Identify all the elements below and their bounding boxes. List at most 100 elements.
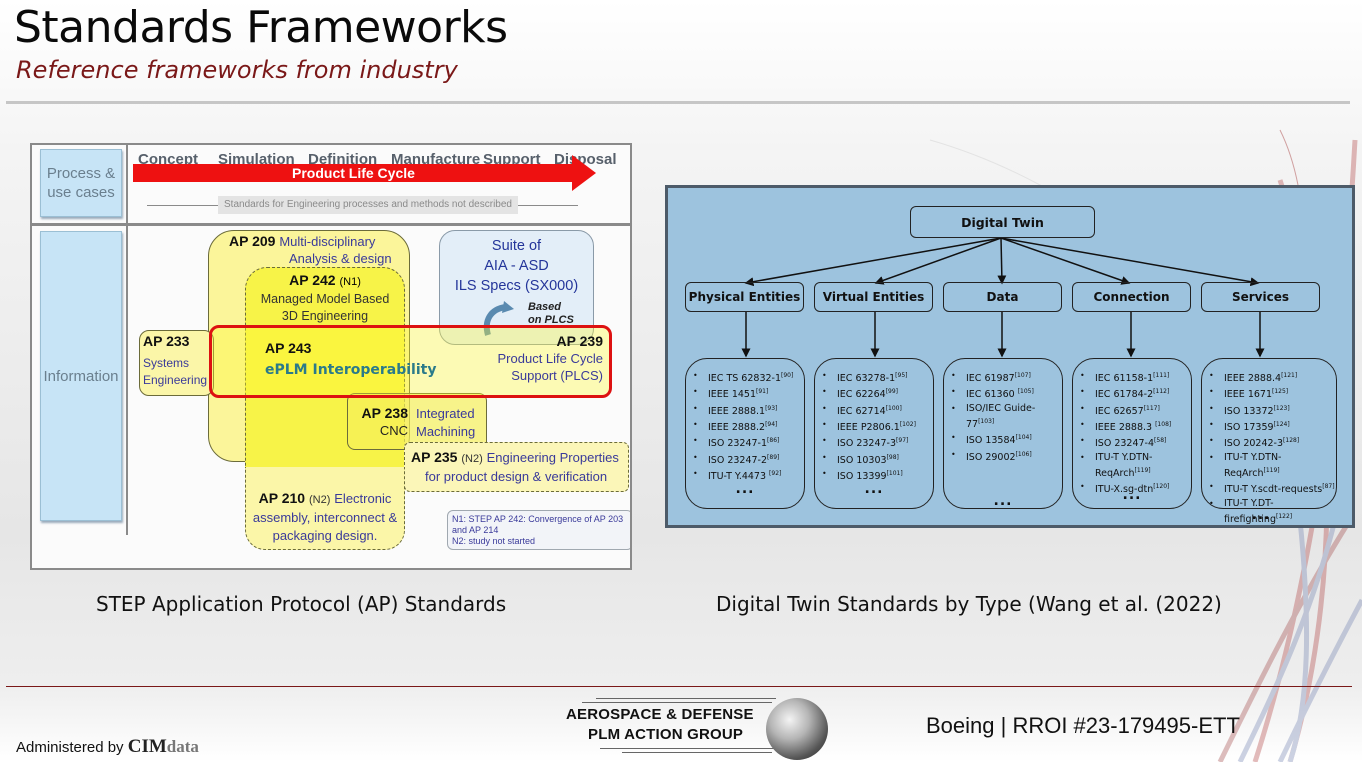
ellipsis: ... xyxy=(1122,487,1142,503)
dt-standard-item: ISO 17359[124] xyxy=(1208,418,1336,434)
phase-definition: Definition xyxy=(308,151,378,168)
standard-name: ITU-T Y.DTN-ReqArch xyxy=(1224,451,1282,480)
standard-name: ISO 13584 xyxy=(966,435,1016,447)
lifecycle-arrow-head xyxy=(572,155,596,191)
standard-name: IEEE 2888.2 xyxy=(708,422,766,434)
dt-standard-item: IEEE 1671[125] xyxy=(1208,385,1336,401)
dt-standard-item: ISO 13584[104] xyxy=(950,431,1062,447)
reference-number: [119] xyxy=(1263,467,1280,474)
ap243-number: AP 243 xyxy=(265,340,312,356)
dt-category-services: Services xyxy=(1201,282,1320,312)
standard-name: ITU-T Y.scdt-requests xyxy=(1224,484,1323,496)
reference-number: [122] xyxy=(1275,512,1293,520)
dt-standard-item: IEC 62264[99] xyxy=(821,385,933,401)
reference-number: [87] xyxy=(1322,483,1335,491)
dt-list-virtual-entities: IEC 63278-1[95]IEC 62264[99]IEC 62714[10… xyxy=(814,358,934,509)
lifecycle-label: Product Life Cycle xyxy=(292,165,415,181)
ad-plm-action-group-logo: AEROSPACE & DEFENSE PLM ACTION GROUP xyxy=(562,692,832,760)
ap242-desc-1: Managed Model Based xyxy=(260,292,390,306)
dt-standard-item: IEC 63278-1[95] xyxy=(821,369,933,385)
suite-line-3: ILS Specs (SX000) xyxy=(454,278,579,294)
reference-number: [89] xyxy=(767,453,780,461)
ellipsis: ... xyxy=(1251,507,1271,523)
diagram-divider-horizontal xyxy=(32,223,630,226)
note-n1: N1: STEP AP 242: Convergence of AP 203 a… xyxy=(452,514,624,535)
digital-twin-diagram: Digital Twin Physical Entities Virtual E… xyxy=(665,185,1355,528)
reference-number: [106] xyxy=(1015,450,1032,458)
ap243-desc: ePLM Interoperability xyxy=(265,362,437,378)
ap235-desc-2: for product design & verification xyxy=(425,469,608,484)
ap210-box: AP 210 (N2) Electronic assembly, interco… xyxy=(245,467,405,550)
note-n2: N2: study not started xyxy=(452,536,536,546)
standard-name: IEEE 2888.1 xyxy=(708,405,766,417)
dt-caption: Digital Twin Standards by Type (Wang et … xyxy=(716,592,1222,616)
dt-standard-item: IEC 61784-2[112] xyxy=(1079,385,1191,401)
reference-number: [119] xyxy=(1134,467,1151,474)
footer-divider xyxy=(6,686,1352,687)
reference-number: [125] xyxy=(1272,388,1289,396)
group-line-1: AEROSPACE & DEFENSE xyxy=(566,706,754,723)
dt-category-label: Virtual Entities xyxy=(822,290,925,304)
standard-name: ITU-T Y.DTN-ReqArch xyxy=(1095,451,1153,480)
ap210-note: (N2) xyxy=(308,494,331,506)
ap238-desc-2: Machining xyxy=(416,424,476,439)
reference-number: [98] xyxy=(886,453,899,461)
dt-list-connection: IEC 61158-1[111]IEC 61784-2[112]IEC 6265… xyxy=(1072,358,1192,509)
ap238-sub: CNC xyxy=(379,423,408,438)
dt-standard-item: ISO/IEC Guide-77[103] xyxy=(950,402,1062,432)
reference-number: [107] xyxy=(1014,372,1031,379)
dt-root-node: Digital Twin xyxy=(910,206,1095,238)
reference-number: [92] xyxy=(769,470,782,478)
administered-by-text: Administered by xyxy=(16,739,128,756)
ap235-desc-1: Engineering Properties xyxy=(486,450,619,465)
reference-number: [103] xyxy=(978,417,995,425)
dt-standard-item: ITU-T Y.DTN-ReqArch[119] xyxy=(1208,451,1336,481)
standard-name: ISO 23247-4 xyxy=(1095,438,1155,450)
standard-name: ISO 10303 xyxy=(837,454,887,466)
ap210-desc-1: Electronic xyxy=(334,491,392,506)
process-label-text: Process & use cases xyxy=(46,165,116,201)
dt-list-data: IEC 61987[107]IEC 61360 [105]ISO/IEC Gui… xyxy=(943,358,1063,509)
reference-number: [58] xyxy=(1154,437,1167,445)
step-caption: STEP Application Protocol (AP) Standards xyxy=(96,592,507,616)
ap209-desc-2: Analysis & design xyxy=(289,251,392,266)
standard-name: IEEE P2806.1 xyxy=(837,422,900,434)
ap238-box: AP 238 CNC Integrated Machining xyxy=(347,393,487,450)
dt-list-services: IEEE 2888.4[121]IEEE 1671[125]ISO 13372[… xyxy=(1201,358,1337,525)
footer-reference: Boeing | RROI #23-179495-ETT xyxy=(926,713,1240,738)
dt-standard-item: ITU-T Y.DTN-ReqArch[119] xyxy=(1079,451,1191,481)
reference-number: [128] xyxy=(1283,437,1300,445)
dt-category-label: Physical Entities xyxy=(688,290,801,304)
ap210-number: AP 210 xyxy=(258,490,306,506)
standard-name: ISO 23247-3 xyxy=(837,438,897,450)
ap238-desc-1: Integrated xyxy=(416,406,475,421)
page-subtitle: Reference frameworks from industry xyxy=(16,56,458,84)
dt-standard-item: ISO 13399[101] xyxy=(821,467,933,483)
information-label-text: Information xyxy=(43,368,119,385)
reference-number: [94] xyxy=(765,421,778,429)
ap210-desc-2: assembly, interconnect & xyxy=(252,510,398,525)
dt-standard-item: ISO 23247-1[86] xyxy=(692,434,804,450)
reference-number: [99] xyxy=(885,388,899,396)
ap242-note: (N1) xyxy=(339,276,361,288)
standard-name: ISO 29002 xyxy=(966,451,1016,463)
dt-standard-item: IEEE 2888.2[94] xyxy=(692,418,804,434)
dt-standard-item: ISO 20242-3[128] xyxy=(1208,434,1336,450)
dt-category-label: Connection xyxy=(1093,290,1170,304)
ap235-note: (N2) xyxy=(461,453,483,465)
dt-standard-item: IEEE 2888.4[121] xyxy=(1208,369,1336,385)
administered-by: Administered by CIMdata xyxy=(16,736,199,758)
reference-number: [104] xyxy=(1015,434,1032,442)
dt-standard-item: ISO 23247-3[97] xyxy=(821,434,933,450)
standard-name: IEEE 2888.4 xyxy=(1224,373,1282,385)
standard-name: IEEE 1451 xyxy=(708,389,757,401)
dt-standard-item: ITU-T Y.DT-firefighting[122] xyxy=(1208,497,1336,527)
ap233-box: AP 233 Systems Engineering xyxy=(139,330,214,396)
standard-name: IEC 62657 xyxy=(1095,405,1144,417)
standard-name: ISO 13399 xyxy=(837,471,887,483)
reference-number: [121] xyxy=(1281,372,1298,379)
ellipsis: ... xyxy=(993,493,1013,509)
ellipsis: ... xyxy=(735,481,755,497)
dt-standard-item: ISO 29002[106] xyxy=(950,448,1062,464)
ap243-box: AP 243 ePLM Interoperability AP 239 Prod… xyxy=(209,325,612,398)
